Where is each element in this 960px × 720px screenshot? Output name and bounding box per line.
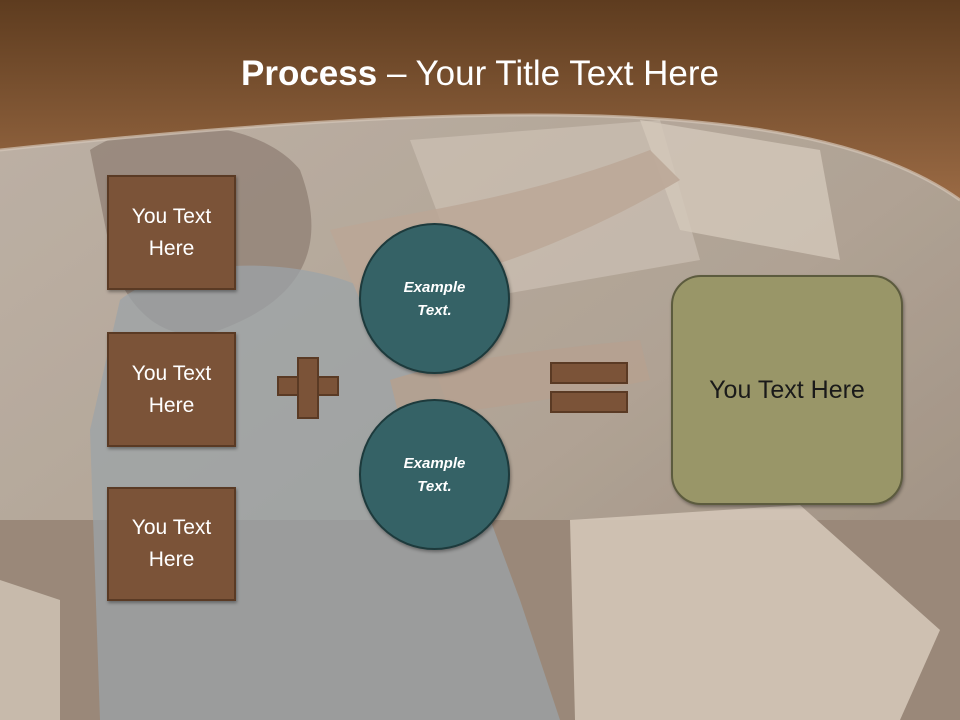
input-box-label: You Text Here: [131, 516, 212, 571]
title-bold: Process: [241, 54, 378, 93]
result-box: You Text Here: [671, 275, 903, 505]
example-circle-2: Example Text.: [359, 399, 510, 550]
input-box-3: You Text Here: [107, 487, 236, 601]
input-box-label: You Text Here: [131, 361, 212, 417]
input-box-label: You Text Here: [131, 204, 212, 260]
circle-label: Example Text.: [403, 278, 466, 319]
example-circle-1: Example Text.: [359, 223, 510, 374]
input-box-2: You Text Here: [107, 332, 236, 447]
circle-label: Example Text.: [403, 454, 466, 495]
input-box-1: You Text Here: [107, 175, 236, 290]
slide-title: Process – Your Title Text Here: [0, 52, 960, 96]
title-rest: – Your Title Text Here: [377, 54, 719, 93]
result-label: You Text Here: [709, 375, 865, 404]
